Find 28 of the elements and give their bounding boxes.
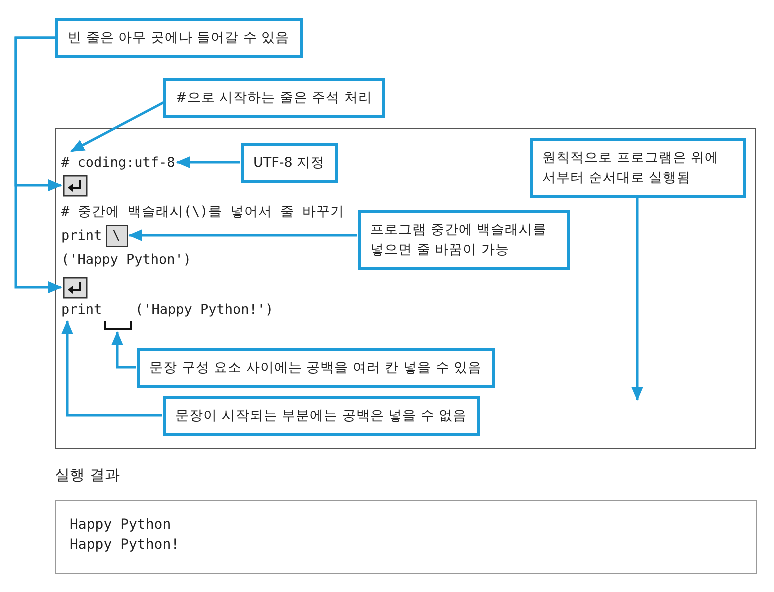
code-panel bbox=[55, 128, 756, 449]
code-line: print bbox=[62, 226, 102, 246]
arrow bbox=[128, 230, 358, 242]
arrow bbox=[632, 198, 644, 401]
callout-box: UTF-8 지정 bbox=[240, 142, 338, 182]
callout-box: 빈 줄은 아무 곳에나 들어갈 수 있음 bbox=[55, 18, 303, 58]
return-key-icon bbox=[62, 276, 88, 298]
output-text: Happy Python! bbox=[70, 536, 181, 555]
return-key-icon bbox=[62, 174, 88, 196]
section-heading: 실행 결과 bbox=[55, 466, 120, 485]
output-box bbox=[55, 500, 757, 574]
code-line: print bbox=[62, 300, 102, 320]
arrow bbox=[176, 156, 240, 168]
callout-box: #으로 시작하는 줄은 주석 처리 bbox=[163, 78, 386, 118]
arrow bbox=[112, 332, 136, 369]
arrow bbox=[14, 36, 62, 294]
callout-box: 원칙적으로 프로그램은 위에서부터 순서대로 실행됨 bbox=[530, 138, 746, 198]
code-line: # 중간에 백슬래시(\)를 넣어서 줄 바꾸기 bbox=[62, 202, 345, 222]
space-bracket bbox=[104, 320, 132, 330]
backslash-key: \ bbox=[106, 224, 128, 246]
code-line: ('Happy Python') bbox=[62, 250, 192, 270]
callout-box: 문장 구성 요소 사이에는 공백을 여러 칸 넣을 수 있음 bbox=[136, 348, 496, 388]
output-text: Happy Python bbox=[70, 516, 172, 535]
code-line: # coding:utf-8 bbox=[62, 152, 176, 172]
arrow bbox=[62, 320, 162, 417]
callout-box: 프로그램 중간에 백슬래시를 넣으면 줄 바꿈이 가능 bbox=[358, 210, 570, 270]
callout-box: 문장이 시작되는 부분에는 공백은 넣을 수 없음 bbox=[162, 396, 480, 436]
code-line: ('Happy Python!') bbox=[136, 300, 274, 320]
